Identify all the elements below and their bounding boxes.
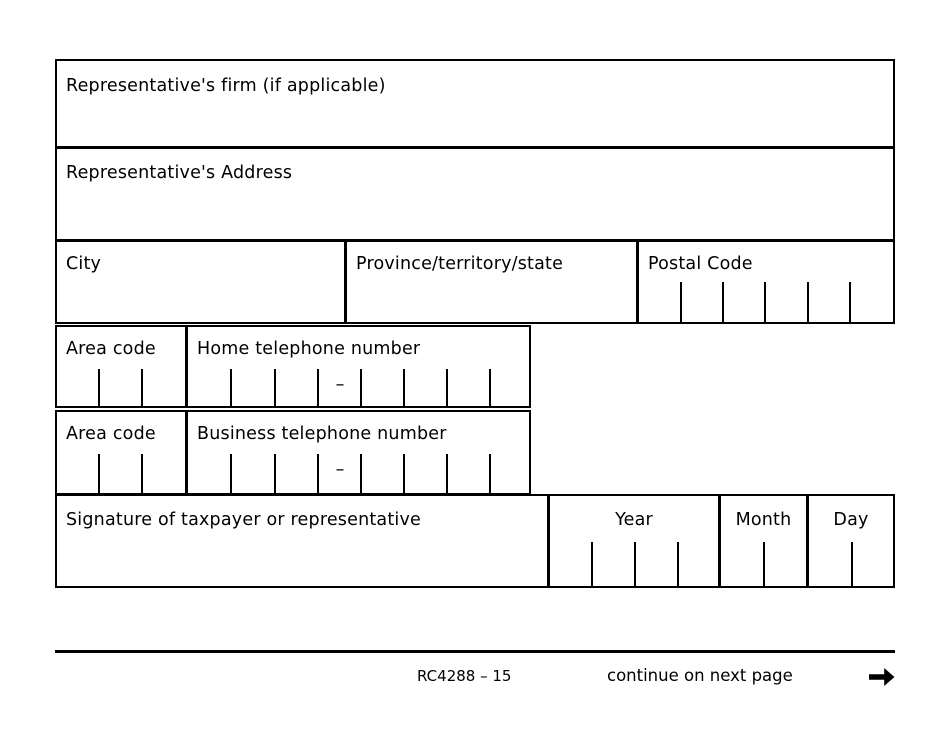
field-province-territory-state[interactable]: Province/territory/state: [345, 240, 638, 324]
arrow-right-icon: [869, 666, 895, 691]
date-month-cell-divider: [763, 542, 765, 586]
postal-code-cell-divider: [764, 282, 766, 324]
business-telephone-separator: –: [335, 460, 345, 480]
province-territory-state-label: Province/territory/state: [356, 254, 564, 274]
footer-page-reference: RC4288 – 15: [417, 667, 512, 685]
representatives-firm-label: Representative's firm (if applicable): [66, 76, 386, 96]
business-telephone-number-label: Business telephone number: [197, 424, 447, 444]
city-label: City: [66, 254, 102, 274]
home-area-code-cell-divider: [141, 369, 143, 408]
field-home-telephone-number[interactable]: Home telephone number –: [186, 325, 531, 408]
field-representatives-firm[interactable]: Representative's firm (if applicable): [55, 59, 895, 148]
postal-code-cell-divider: [849, 282, 851, 324]
postal-code-cell-divider: [722, 282, 724, 324]
home-telephone-number-label: Home telephone number: [197, 339, 421, 359]
postal-code-cell-divider: [807, 282, 809, 324]
field-date-month[interactable]: Month: [719, 494, 808, 588]
field-business-area-code[interactable]: Area code: [55, 410, 187, 495]
home-telephone-cell-divider: [274, 369, 276, 408]
business-telephone-cell-divider: [489, 454, 491, 495]
business-telephone-cell-divider: [230, 454, 232, 495]
signature-label: Signature of taxpayer or representative: [66, 510, 422, 530]
home-telephone-separator: –: [335, 375, 345, 395]
business-telephone-cell-divider: [274, 454, 276, 495]
home-telephone-cell-divider: [230, 369, 232, 408]
footer-continue-label: continue on next page: [607, 666, 793, 685]
date-month-label: Month: [735, 510, 792, 530]
field-business-telephone-number[interactable]: Business telephone number –: [186, 410, 531, 495]
home-telephone-cell-divider: [489, 369, 491, 408]
field-home-area-code[interactable]: Area code: [55, 325, 187, 408]
date-year-cell-divider: [591, 542, 593, 586]
home-telephone-cell-divider: [317, 369, 319, 408]
date-year-cell-divider: [634, 542, 636, 586]
postal-code-cell-divider: [680, 282, 682, 324]
business-telephone-cell-divider: [317, 454, 319, 495]
business-telephone-cell-divider: [446, 454, 448, 495]
home-area-code-cell-divider: [98, 369, 100, 408]
representatives-address-label: Representative's Address: [66, 163, 293, 183]
business-telephone-cell-divider: [403, 454, 405, 495]
field-date-year[interactable]: Year: [548, 494, 720, 588]
date-day-cell-divider: [851, 542, 853, 586]
date-day-label: Day: [833, 510, 869, 530]
field-postal-code[interactable]: Postal Code: [637, 240, 895, 324]
business-area-code-cell-divider: [98, 454, 100, 495]
date-year-cell-divider: [677, 542, 679, 586]
field-date-day[interactable]: Day: [807, 494, 895, 588]
field-representatives-address[interactable]: Representative's Address: [55, 147, 895, 241]
field-city[interactable]: City: [55, 240, 346, 324]
business-telephone-cell-divider: [360, 454, 362, 495]
postal-code-label: Postal Code: [648, 254, 753, 274]
field-signature[interactable]: Signature of taxpayer or representative: [55, 494, 549, 588]
home-area-code-label: Area code: [66, 339, 156, 359]
footer-divider: [55, 650, 895, 653]
home-telephone-cell-divider: [446, 369, 448, 408]
home-telephone-cell-divider: [403, 369, 405, 408]
business-area-code-label: Area code: [66, 424, 156, 444]
home-telephone-cell-divider: [360, 369, 362, 408]
business-area-code-cell-divider: [141, 454, 143, 495]
date-year-label: Year: [615, 510, 653, 530]
